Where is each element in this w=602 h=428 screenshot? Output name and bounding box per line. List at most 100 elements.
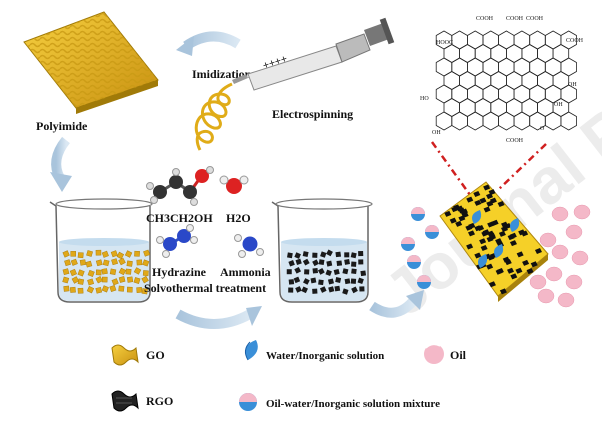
down-arrow [51,136,71,181]
membrane-flake [486,200,494,207]
membrane-flake [477,224,485,231]
go-flake [79,259,87,266]
legend-oil-label: Oil [450,348,467,362]
go-flake [95,249,102,256]
mixture-droplet-top [417,275,431,282]
membrane-flake [498,230,506,237]
go-flake [118,267,127,276]
rgo-flake [318,259,325,265]
go-flakes [62,249,151,295]
syringe-icon [232,17,395,91]
go-flake [77,287,84,294]
go-flake [109,268,117,275]
membrane-flake [510,273,518,280]
oil-droplet [571,250,589,266]
oil-droplet [529,274,547,290]
legend-rgo-label: RGO [146,394,173,408]
go-flake [101,285,109,293]
membrane-flake [522,259,530,266]
rgo-flake [318,279,324,286]
membrane-flake [488,232,496,239]
membrane-water-drop [494,244,504,258]
rgo-flake [312,252,318,258]
go-flake [111,258,119,266]
membrane-flake [473,191,481,198]
go-flake [77,269,85,277]
rgo-flake [344,252,350,258]
membrane-flake [521,230,529,237]
go-flake [126,260,133,267]
bottom-arrow-head [246,306,262,326]
right-arrow-head [406,290,424,310]
legend-mixture-icon [239,393,257,411]
rgo-flake [319,286,327,293]
rgo-flake [328,286,335,293]
go-flake [95,275,103,284]
membrane-flake [530,261,538,268]
water-formula: H2O [226,211,251,225]
chem-label-cooh-5: COOH [506,138,524,144]
go-flake [70,258,78,266]
go-flake [110,250,118,258]
legend-go-icon [111,344,139,366]
rgo-flake [304,269,310,275]
go-flake [62,250,70,258]
membrane-flake [526,268,534,275]
membrane-flake [507,267,515,274]
membrane-flake [479,197,487,204]
go-flake [101,268,108,275]
membrane-flake [468,230,476,237]
membrane-flake [509,232,517,239]
membrane-flake [480,245,488,252]
imidization-arrow-head [176,36,194,56]
membrane-flake [499,288,507,295]
rgo-flake [358,251,364,257]
go-flake [111,278,119,286]
ethanol-molecule-icon [146,166,214,206]
go-flake [126,286,133,293]
legend-rgo-icon [111,390,139,412]
go-flake [71,276,80,284]
membrane-rgo-flakes [444,184,542,295]
rgo-flake [303,278,310,285]
rgo-flake [294,252,301,259]
membrane-flake [456,205,464,212]
rgo-flake [312,268,318,274]
go-flake [102,259,110,267]
membrane-flake [461,210,469,217]
rgo-flake [302,251,309,258]
go-flake [86,250,93,257]
right-arrow [369,296,418,318]
go-chemical-structure [435,30,577,131]
chem-label-cooh-3: COOH [526,16,544,22]
go-flake [141,288,148,295]
ethanol-formula: CH3CH2OH [146,211,213,225]
chem-hex-ring [513,111,531,131]
go-flake [87,278,95,286]
rgo-flake [326,249,333,257]
rgo-flake [288,260,295,267]
membrane-water-drop [510,218,520,232]
go-flake [143,249,151,257]
chem-label-o: O [540,126,545,132]
membrane-flake [495,268,503,275]
beaker-right [271,198,373,303]
rgo-flake [350,278,357,284]
oil-droplet [551,244,569,260]
chem-hex-ring [498,111,515,131]
go-flake [70,251,76,257]
go-flake [77,252,84,259]
rgo-flake [302,258,310,266]
rgo-flake [351,261,357,267]
membrane-flake [497,200,505,207]
go-flake [116,251,125,260]
rgo-flake [333,268,340,276]
oil-droplet [573,204,591,220]
chem-hex-ring [451,111,468,131]
membrane-water-drop [472,210,482,224]
mixture-droplet-top [401,237,415,244]
membrane-flake [474,252,482,259]
membrane-flake [501,221,509,228]
membrane-flake [451,206,459,213]
membrane-flake [455,220,463,227]
